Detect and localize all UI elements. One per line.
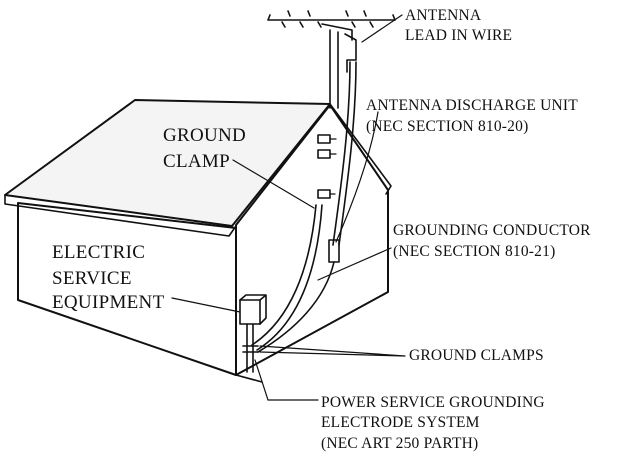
- label-antenna-discharge-unit: ANTENNA DISCHARGE UNIT: [366, 97, 578, 114]
- label-nec-810-21: (NEC SECTION 810-21): [393, 243, 555, 260]
- leader-ground-clamp: [232, 159, 315, 209]
- leader-antenna: [361, 14, 403, 43]
- leader-power-service: [254, 359, 319, 401]
- label-clamp: CLAMP: [163, 151, 230, 172]
- antenna-icon: [267, 10, 396, 41]
- label-service: SERVICE: [52, 268, 132, 289]
- label-power-service-grounding: POWER SERVICE GROUNDING: [321, 394, 545, 411]
- grounding-electrode-rod: [246, 323, 254, 373]
- label-grounding-conductor: GROUNDING CONDUCTOR: [393, 222, 591, 239]
- label-antenna: ANTENNA: [405, 7, 482, 24]
- antenna-mast: [329, 29, 339, 109]
- ground-line: [235, 374, 263, 383]
- standoff-insulators: [317, 134, 337, 199]
- leader-ground-clamps: [259, 345, 406, 357]
- house-side-wall: [17, 202, 237, 376]
- leader-grounding-conductor: [317, 247, 392, 281]
- label-ground: GROUND: [163, 125, 246, 146]
- label-nec-art-250: (NEC ART 250 PARTH): [321, 435, 478, 452]
- label-ground-clamps: GROUND CLAMPS: [409, 347, 544, 364]
- gable-eave: [329, 103, 392, 195]
- lead-in-wire-down: [332, 61, 357, 246]
- roof-eave: [4, 194, 237, 237]
- leader-electric-service: [171, 297, 241, 313]
- label-electric: ELECTRIC: [52, 242, 145, 263]
- label-electrode-system: ELECTRODE SYSTEM: [321, 414, 480, 431]
- lead-in-wire: [344, 33, 357, 73]
- ground-clamp-marks: [242, 345, 259, 353]
- label-lead-in-wire: LEAD IN WIRE: [405, 27, 512, 44]
- grounding-conductor-cable: [251, 204, 323, 351]
- leader-discharge-unit: [335, 111, 379, 243]
- label-equipment: EQUIPMENT: [52, 292, 165, 313]
- label-nec-810-20: (NEC SECTION 810-20): [366, 118, 528, 135]
